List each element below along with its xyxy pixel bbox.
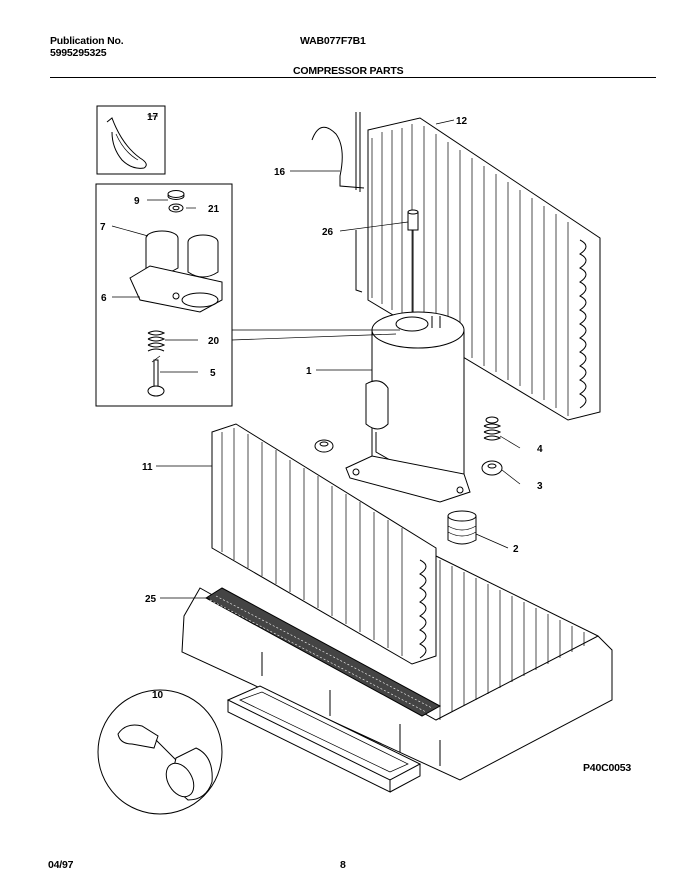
callout-11: 11 [142,462,153,473]
footer-date: 04/97 [48,859,74,871]
leader-lines [111,115,521,599]
model-number: WAB077F7B1 [300,35,366,47]
diagram-code: P40C0053 [583,762,632,774]
callout-9: 9 [134,196,140,207]
callout-2: 2 [513,544,519,555]
publication-number: 5995295325 [50,47,107,59]
publication-label: Publication No. [50,35,124,47]
callout-20: 20 [208,336,220,347]
callout-12: 12 [456,116,468,127]
callout-3: 3 [537,481,543,492]
base-pan [181,555,613,793]
section-title: COMPRESSOR PARTS [293,65,404,77]
compressor [314,311,471,503]
callout-4: 4 [537,444,543,455]
part-26 [407,209,419,320]
callout-10: 10 [152,690,164,701]
callout-17: 17 [147,112,159,123]
header-rule [50,77,656,78]
callout-7: 7 [100,222,106,233]
callout-26: 26 [322,227,334,238]
tube-16 [311,112,365,293]
callout-labels: 17 9 21 7 6 20 5 12 16 26 1 4 3 2 11 25 … [100,112,543,701]
mounting-parts-inset [95,183,233,407]
callout-1: 1 [306,366,312,377]
part-17-inset [96,105,166,175]
callout-5: 5 [210,368,216,379]
capacitor-inset [97,689,223,815]
callout-16: 16 [274,167,286,178]
evaporator-coil [211,423,437,665]
callout-6: 6 [101,293,107,304]
condenser-coil [367,117,601,421]
filter [205,587,442,717]
callout-25: 25 [145,594,157,605]
callout-21: 21 [208,204,220,215]
page-number: 8 [340,859,346,871]
mounting-grommets [447,416,503,545]
